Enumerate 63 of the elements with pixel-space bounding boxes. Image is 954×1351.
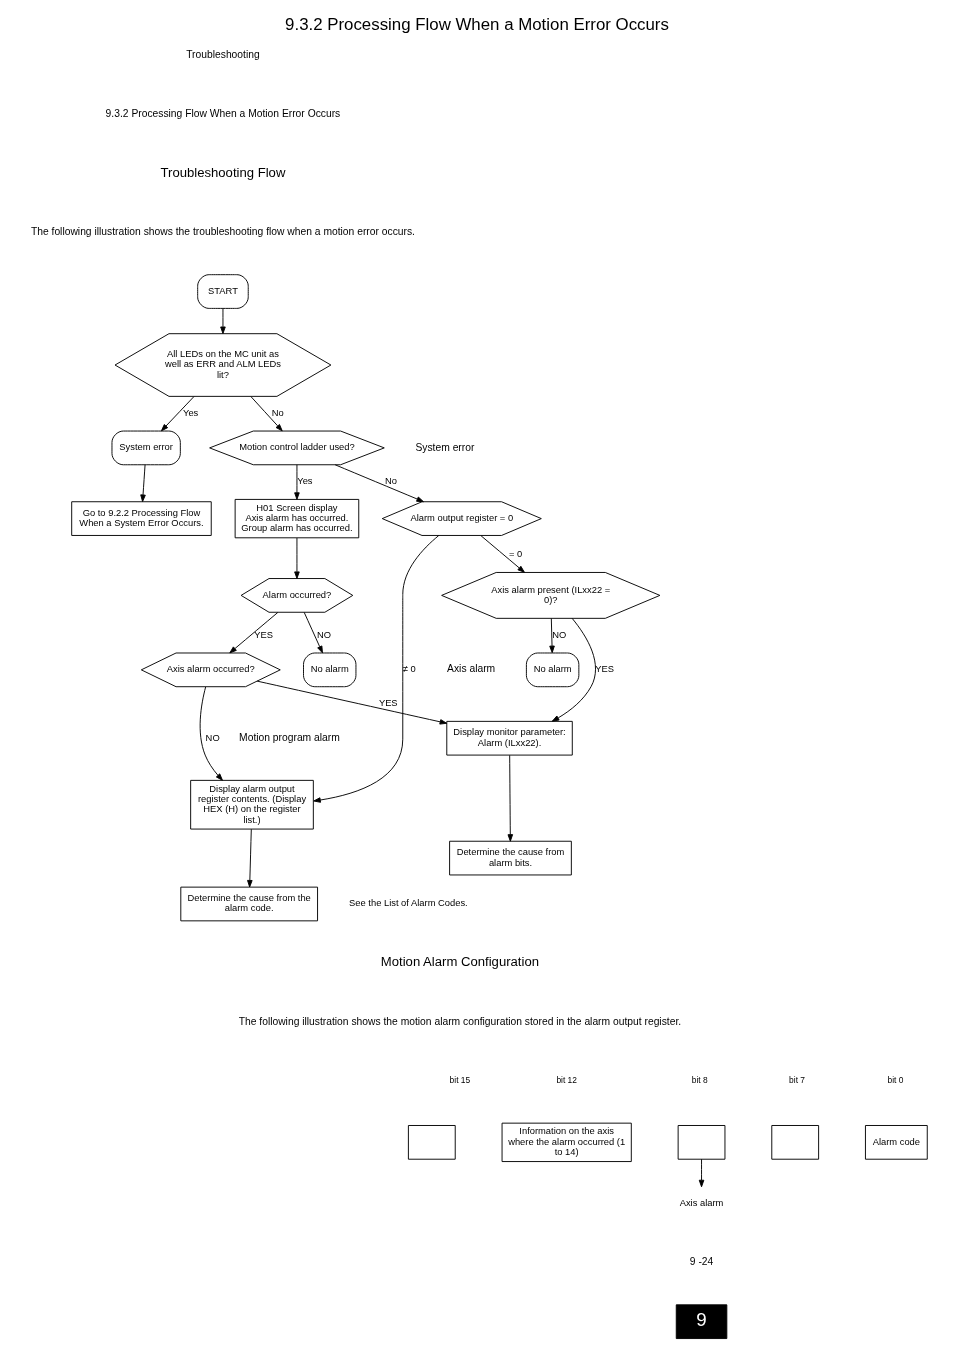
node-box xyxy=(771,1125,820,1160)
node-box: System error xyxy=(111,430,181,466)
arrow xyxy=(294,537,300,579)
edge-label: = 0 xyxy=(508,549,523,560)
node-box: No alarm xyxy=(303,652,357,688)
arrow xyxy=(247,828,253,888)
label: bit 12 xyxy=(556,1075,577,1086)
label: The following illustration shows the motion alarm configuration stored in the alarm output register. xyxy=(238,1015,682,1027)
node-box: Alarm code xyxy=(864,1125,928,1160)
arrow xyxy=(549,618,555,654)
edge-label: NO xyxy=(552,630,567,641)
edge-label: YES xyxy=(254,630,274,641)
edge-label: Yes xyxy=(183,408,199,419)
arrow xyxy=(313,535,440,803)
label: bit 8 xyxy=(691,1075,708,1086)
node-box: Display alarm output register contents. (Display HEX (H) on the register list.) xyxy=(190,779,314,830)
arrow xyxy=(220,308,226,334)
edge-label: No xyxy=(271,408,284,419)
label: bit 0 xyxy=(887,1075,904,1086)
node-box: Determine the cause from alarm bits. xyxy=(449,840,572,876)
arrow xyxy=(551,617,596,722)
arrow xyxy=(334,464,424,503)
label: bit 7 xyxy=(789,1075,806,1086)
label: The following illustration shows the troubleshooting flow when a motion error occurs. xyxy=(30,226,415,238)
label: bit 15 xyxy=(449,1075,471,1086)
label: Axis alarm xyxy=(447,663,496,675)
node-text: Axis alarm xyxy=(679,1198,724,1209)
label: 9 -24 xyxy=(689,1256,714,1268)
label: 9 xyxy=(696,1309,707,1331)
arrow xyxy=(294,464,300,500)
node-label: See the List of Alarm Codes. xyxy=(349,898,468,909)
edge-label: NO xyxy=(205,732,220,743)
label: Motion Alarm Configuration xyxy=(380,954,539,970)
arrow xyxy=(229,611,279,654)
node-box: Display monitor parameter: Alarm (ILxx22). xyxy=(446,720,573,756)
node-box: H01 Screen display Axis alarm has occurred. Group alarm has occurred. xyxy=(234,498,360,539)
edge-label: NO xyxy=(317,630,332,641)
diagram-title: 9.3.2 Processing Flow When a Motion Error Occurs xyxy=(285,14,669,34)
arrow xyxy=(256,680,448,725)
node-box: Information on the axis where the alarm occurred (1 to 14) xyxy=(501,1122,632,1162)
arrow xyxy=(507,754,514,842)
arrow xyxy=(303,611,323,654)
node-box xyxy=(407,1125,456,1160)
edge-label: Yes xyxy=(297,476,313,487)
edge-label: ≠ 0 xyxy=(402,664,416,675)
label: Troubleshooting Flow xyxy=(160,164,286,180)
node-box xyxy=(677,1125,726,1160)
label: Motion program alarm xyxy=(239,731,340,743)
label: 9.3.2 Processing Flow When a Motion Error Occurs xyxy=(105,108,341,120)
arrow xyxy=(199,686,223,781)
edge-label: YES xyxy=(378,698,398,709)
node-box: START xyxy=(197,274,249,309)
node-box: Determine the cause from the alarm code. xyxy=(180,886,319,922)
node-box: No alarm xyxy=(525,652,580,688)
arrow xyxy=(480,535,525,573)
edge-label: No xyxy=(385,476,398,487)
node-box: Go to 9.2.2 Processing Flow When a System Error Occurs. xyxy=(71,501,212,536)
label: System error xyxy=(415,441,475,453)
arrow xyxy=(140,464,146,503)
label: Troubleshooting xyxy=(186,49,260,61)
arrow xyxy=(698,1158,705,1188)
arrow xyxy=(161,396,195,432)
arrow xyxy=(250,396,283,432)
